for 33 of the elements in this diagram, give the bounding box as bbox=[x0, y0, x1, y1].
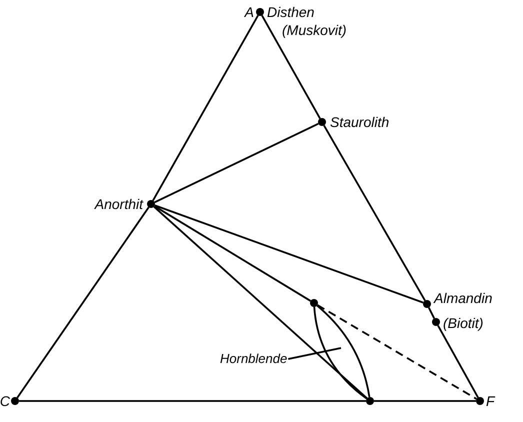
tie-line bbox=[428, 307, 436, 319]
tie-line bbox=[154, 205, 312, 302]
mineral-label: Hornblende bbox=[220, 351, 288, 367]
point-label: Almandin bbox=[434, 290, 492, 306]
dashed-tie-line bbox=[316, 304, 478, 400]
point-dot bbox=[366, 397, 374, 405]
point-label: (Muskovit) bbox=[282, 22, 347, 38]
point-dot bbox=[432, 318, 440, 326]
point-dot bbox=[310, 299, 318, 307]
tie-line bbox=[16, 206, 150, 398]
point-label: Disthen bbox=[267, 4, 314, 20]
point-dot bbox=[423, 300, 431, 308]
point-dot bbox=[476, 397, 484, 405]
tie-line bbox=[374, 400, 476, 402]
tie-line bbox=[323, 125, 426, 301]
point-label: Anorthit bbox=[94, 196, 143, 212]
leader-line bbox=[288, 347, 342, 360]
point-label: F bbox=[486, 393, 495, 409]
point-label: A bbox=[244, 4, 254, 20]
tie-line bbox=[154, 204, 424, 304]
point-dot bbox=[147, 200, 155, 208]
tie-line bbox=[154, 122, 319, 204]
tie-line bbox=[261, 15, 321, 119]
point-label: (Biotit) bbox=[443, 315, 484, 331]
point-dot bbox=[11, 397, 19, 405]
point-dot bbox=[318, 118, 326, 126]
point-dot bbox=[256, 8, 264, 16]
tie-line bbox=[152, 15, 259, 201]
tie-line bbox=[19, 400, 366, 402]
tie-line bbox=[153, 206, 368, 399]
point-label: Staurolith bbox=[330, 114, 390, 130]
tie-line bbox=[437, 325, 479, 398]
point-label: C bbox=[0, 393, 10, 409]
